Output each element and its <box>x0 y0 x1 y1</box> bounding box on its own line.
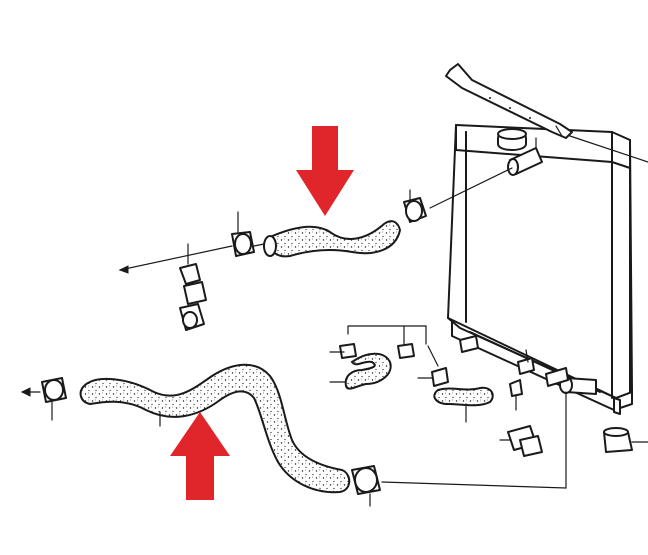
hose-clamp <box>351 465 381 507</box>
rubber-mount <box>603 427 648 453</box>
drain-plug <box>499 349 569 457</box>
upper-radiator-hose <box>263 220 402 258</box>
up-arrow-icon <box>170 412 230 500</box>
overflow-tube <box>445 63 648 163</box>
hose-clamp <box>403 189 427 223</box>
hose-clamp <box>179 243 207 331</box>
lower-radiator-hose <box>79 363 351 494</box>
radiator <box>447 124 633 415</box>
heater-hoses <box>329 325 494 423</box>
hose-clamp <box>20 377 67 421</box>
hose-clamp <box>231 211 255 257</box>
down-arrow-icon <box>296 126 354 216</box>
